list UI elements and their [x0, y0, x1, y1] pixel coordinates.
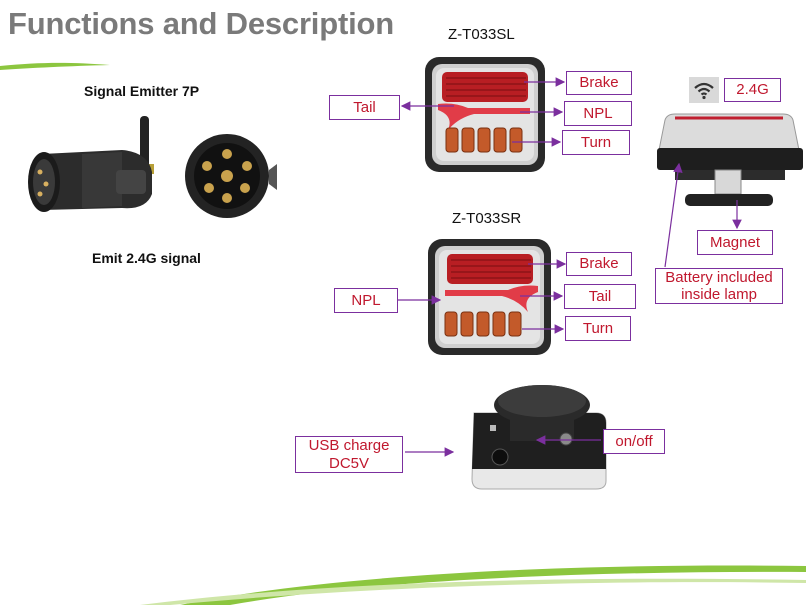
usb-charge-line1: USB charge — [308, 437, 390, 455]
battery-label: Battery included inside lamp — [655, 268, 783, 304]
page-title: Functions and Description — [8, 6, 394, 41]
lamp-sr-image — [428, 239, 551, 355]
lamp-sl-image — [425, 57, 545, 172]
sr-tail-label: Tail — [564, 284, 636, 309]
emitter-heading: Signal Emitter 7P — [84, 83, 200, 99]
usb-charge-label: USB charge DC5V — [295, 436, 403, 473]
bottom-swoosh-light — [140, 578, 806, 605]
sr-npl-label: NPL — [334, 288, 398, 313]
sl-turn-label: Turn — [562, 130, 630, 155]
sr-brake-label: Brake — [566, 252, 632, 276]
usb-charge-line2: DC5V — [328, 454, 369, 472]
bottom-swoosh — [180, 565, 806, 605]
lamp-sl-model: Z-T033SL — [448, 26, 515, 43]
top-swoosh — [0, 62, 110, 70]
lamp-bottom-image — [471, 385, 607, 490]
magnet-label: Magnet — [697, 230, 773, 255]
battery-label-line1: Battery included — [665, 268, 773, 286]
sl-npl-label: NPL — [564, 101, 632, 126]
sl-brake-label: Brake — [566, 71, 632, 95]
wifi-icon — [689, 77, 719, 103]
emitter-side-image — [28, 116, 154, 212]
lamp-sr-model: Z-T033SR — [452, 210, 522, 227]
lamp-side-image — [657, 113, 803, 206]
sr-turn-label: Turn — [565, 316, 631, 341]
signal-2-4g-label: 2.4G — [724, 78, 781, 102]
battery-label-line2: inside lamp — [681, 286, 757, 303]
onoff-label: on/off — [603, 429, 665, 454]
sl-tail-label: Tail — [329, 95, 400, 120]
emitter-caption: Emit 2.4G signal — [92, 250, 201, 266]
emitter-front-image — [185, 134, 277, 218]
